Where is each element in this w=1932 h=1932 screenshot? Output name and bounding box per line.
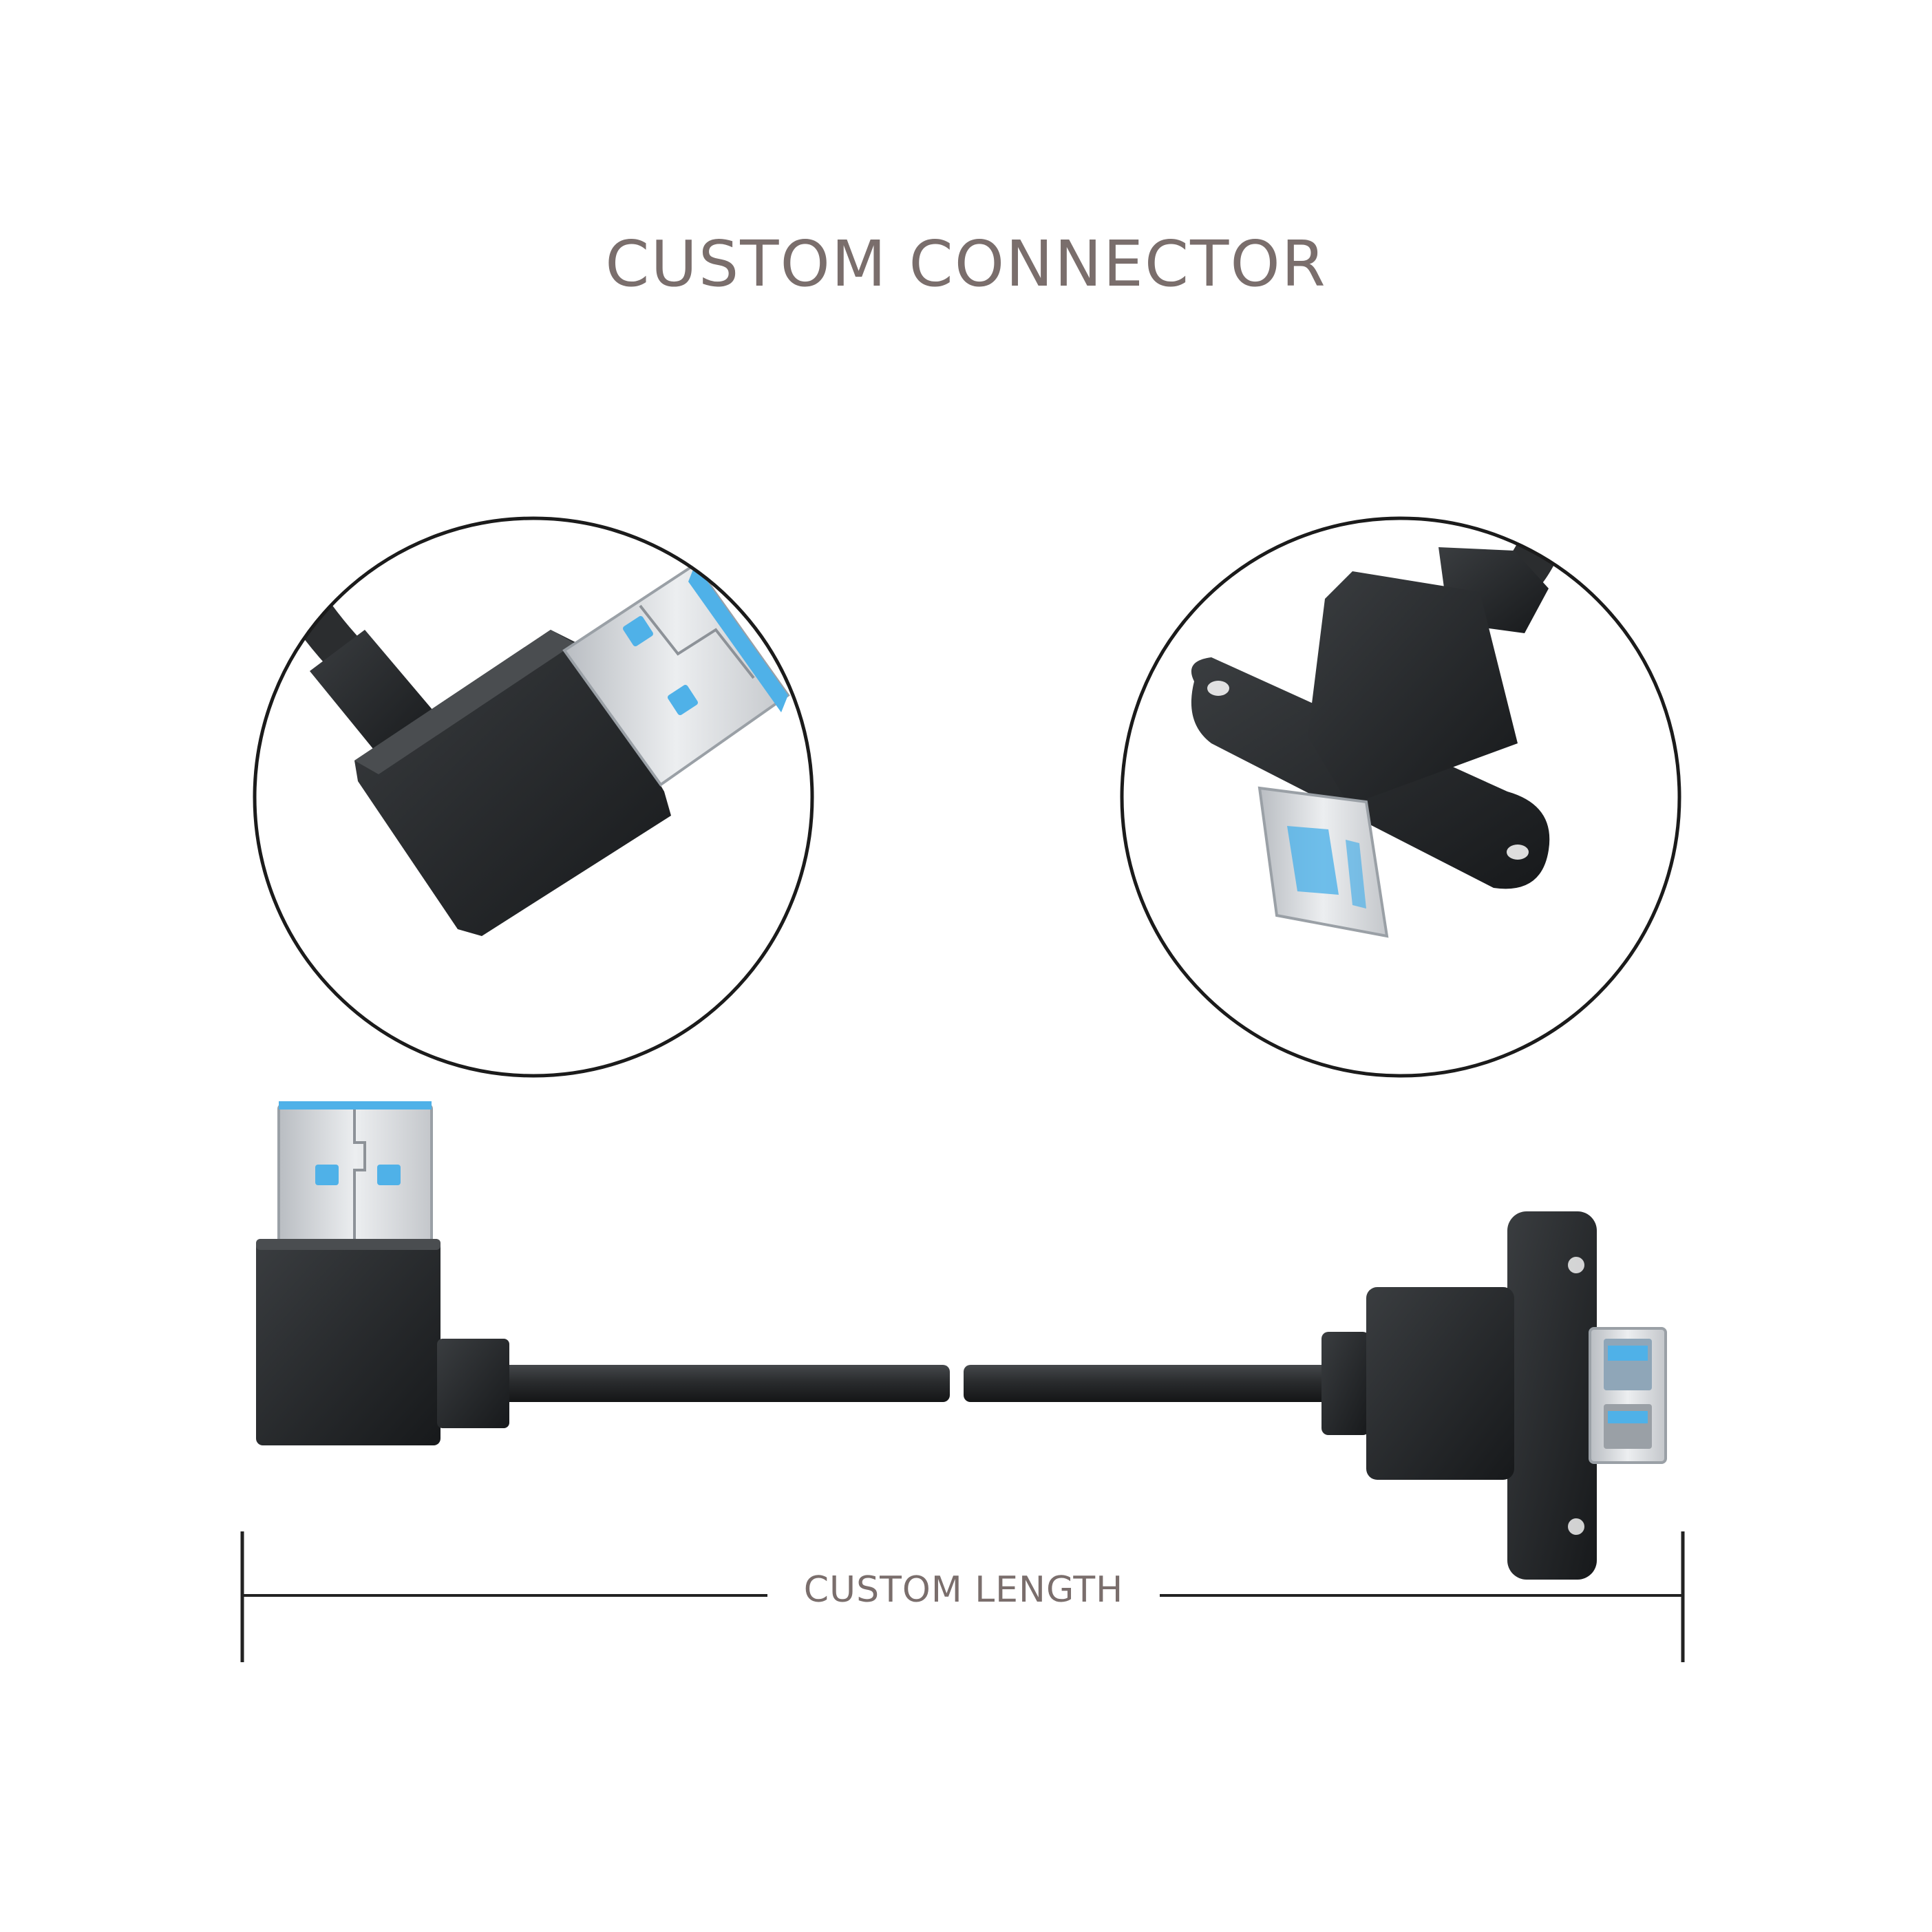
- page-title: CUSTOM CONNECTOR: [605, 227, 1327, 301]
- dimension-label: CUSTOM LENGTH: [803, 1569, 1124, 1611]
- cable-assembly: [256, 1101, 1667, 1580]
- dimension-line: [240, 1531, 1685, 1662]
- cable-segment-left: [502, 1365, 950, 1402]
- usb-a-female-panel-mount: [1321, 1211, 1667, 1580]
- detail-circle-female-connector: [1120, 516, 1681, 1078]
- usb-a-male-right-angle: [256, 1101, 509, 1445]
- cable-segment-right: [964, 1365, 1328, 1402]
- detail-circle-male-connector: [253, 516, 814, 1078]
